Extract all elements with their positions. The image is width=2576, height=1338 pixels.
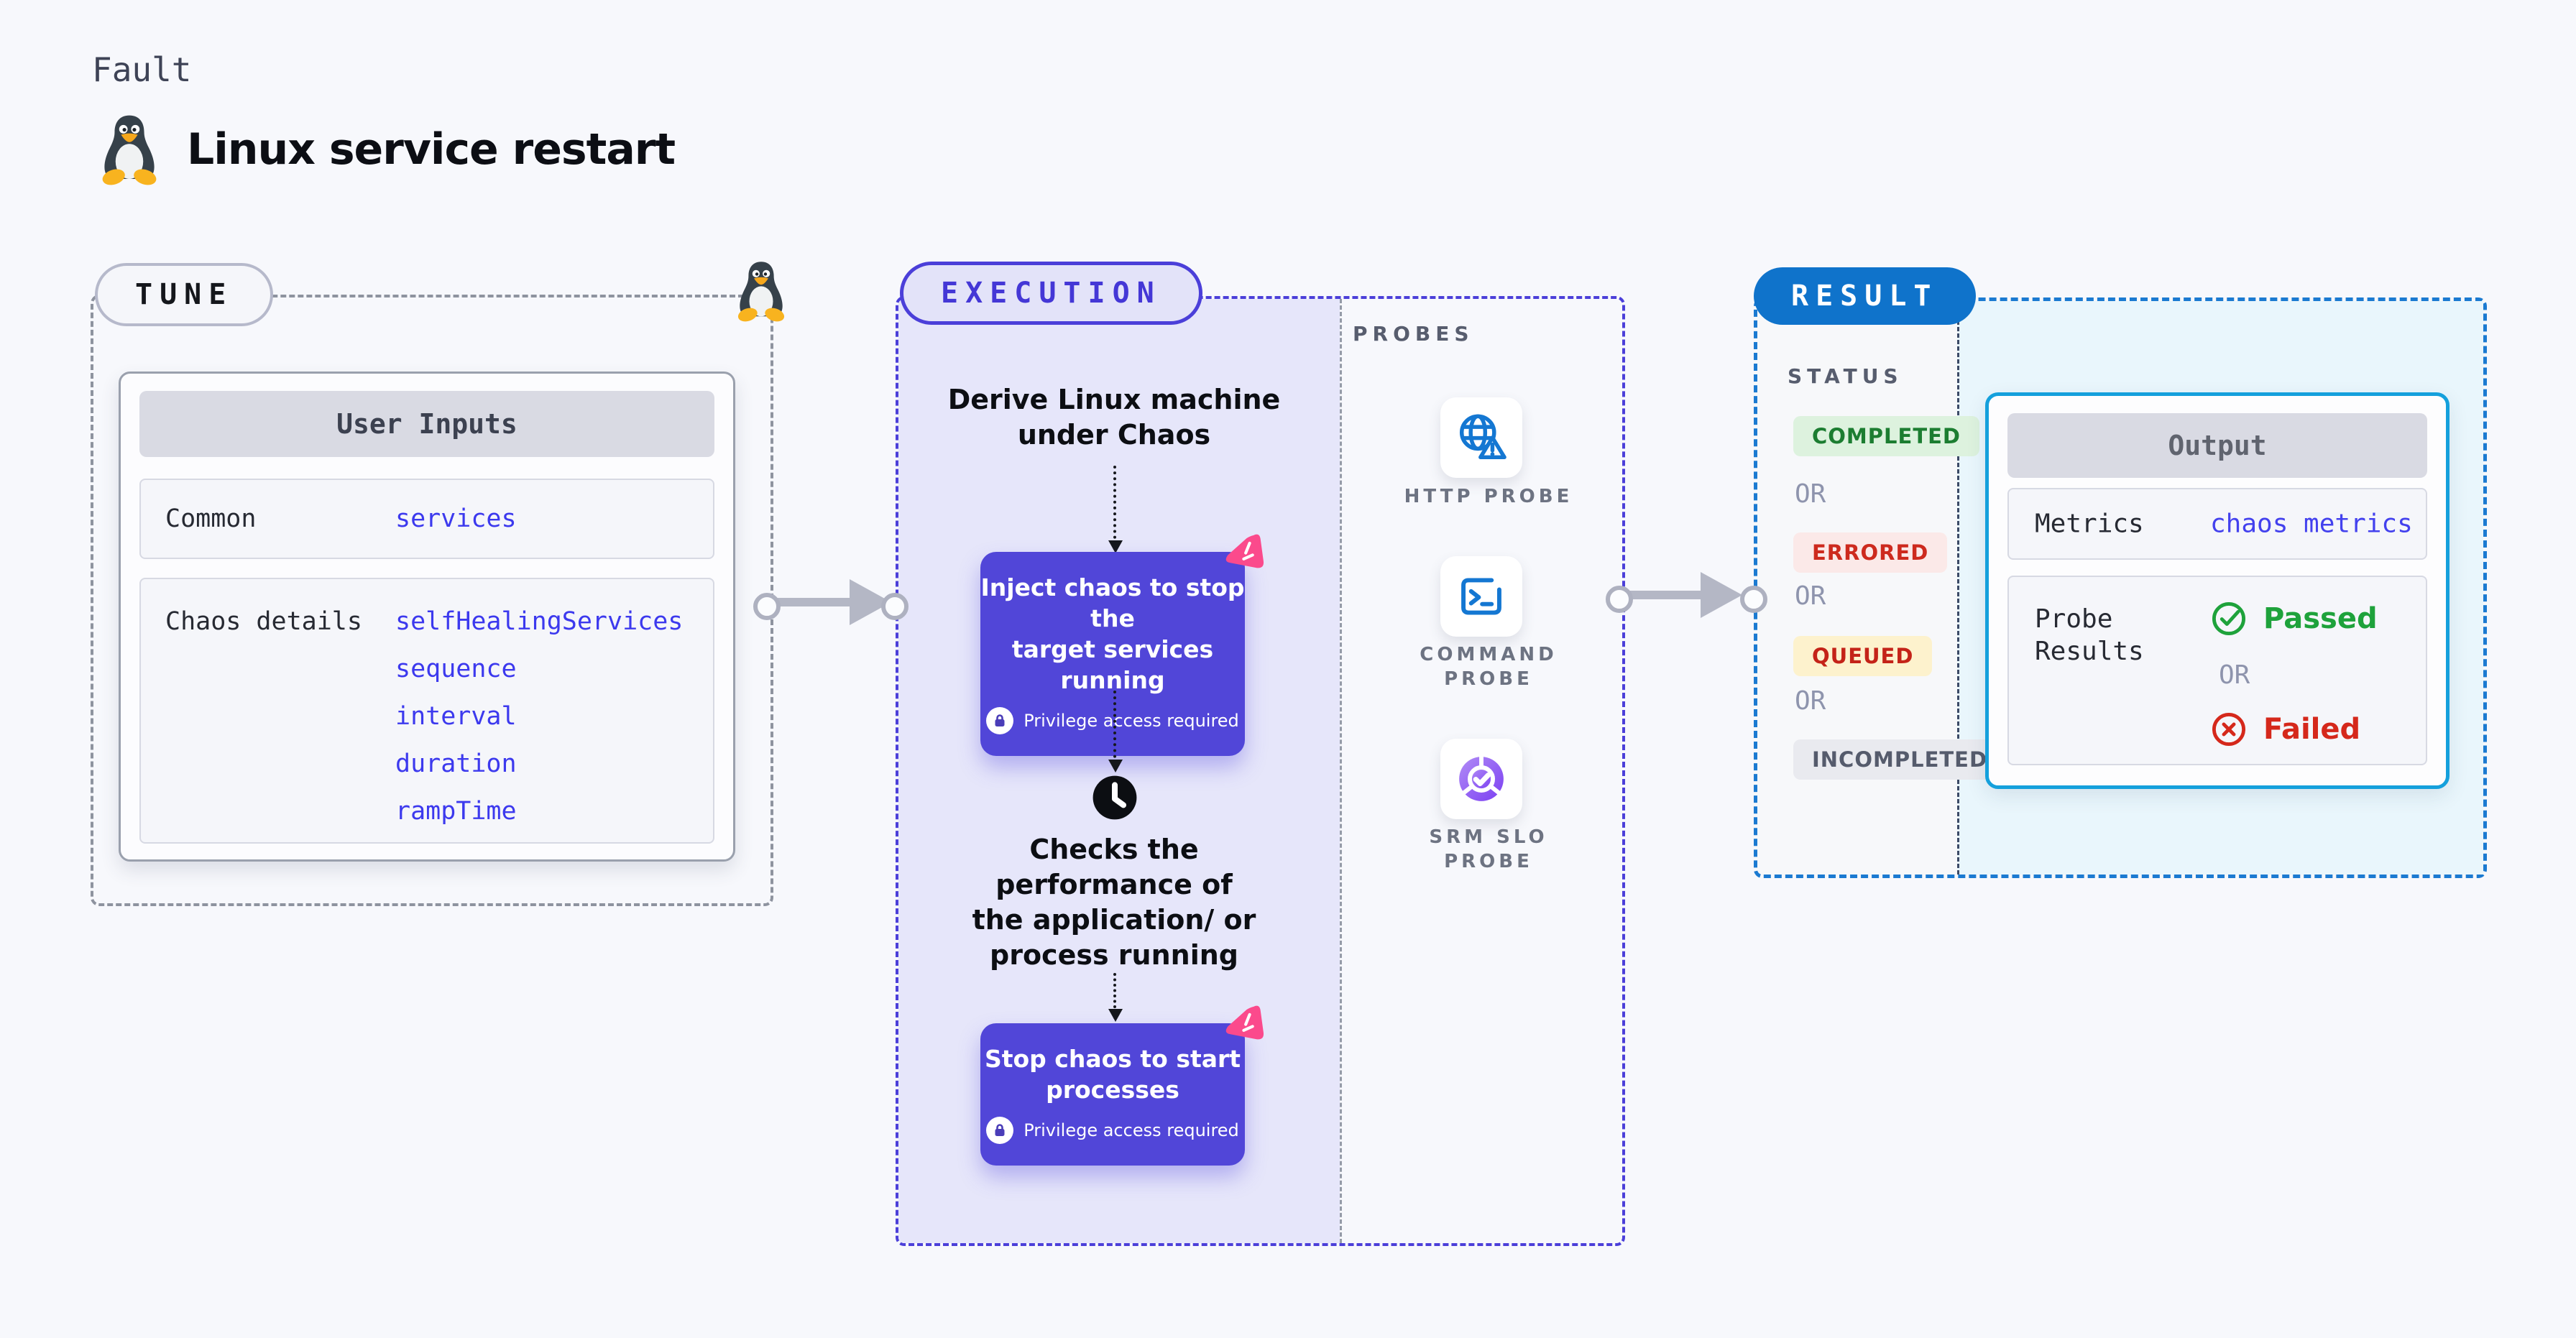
input-link-ramptime[interactable]: rampTime	[395, 797, 517, 826]
probes-label: PROBES	[1353, 322, 1474, 346]
chaos-metrics-link[interactable]: chaos metrics	[2210, 509, 2413, 539]
probe-results-label: Probe Results	[2035, 604, 2144, 666]
chaos-logo-icon	[1219, 1002, 1266, 1049]
input-link-sequence[interactable]: sequence	[395, 655, 517, 683]
globe-warning-icon	[1454, 410, 1509, 465]
stop-chaos-node: Stop chaos to start processes Privilege …	[980, 1023, 1245, 1166]
clock-icon	[1092, 775, 1138, 821]
inject-chaos-node: Inject chaos to stop the target services…	[980, 552, 1245, 756]
http-probe-label: HTTP PROBE	[1404, 486, 1573, 507]
fault-kicker: Fault	[92, 50, 192, 89]
result-divider	[1957, 301, 1959, 875]
privilege-text: Privilege access required	[1024, 1120, 1239, 1140]
row-label: Chaos details	[165, 607, 362, 636]
probe-results-row: Probe Results Passed OR Failed	[2007, 576, 2427, 765]
row-label: Common	[165, 504, 257, 533]
page-header: Linux service restart	[101, 114, 676, 185]
flow-arrow-1	[1108, 466, 1123, 553]
status-badge-errored: ERRORED	[1793, 532, 1948, 573]
probe-results-or: OR	[2219, 660, 2250, 690]
check-circle-icon	[2210, 600, 2248, 637]
privilege-badge: Privilege access required	[980, 707, 1245, 734]
status-or: OR	[1795, 479, 1826, 509]
probes-divider	[1340, 299, 1342, 1243]
execution-pill: EXECUTION	[900, 262, 1202, 325]
linux-penguin-corner-icon	[737, 259, 785, 323]
execution-section-box: Derive Linux machine under Chaos Inject …	[896, 296, 1625, 1246]
input-link-interval[interactable]: interval	[395, 702, 517, 731]
tune-to-execution-arrow	[753, 575, 908, 629]
status-badge-queued: QUEUED	[1793, 636, 1933, 676]
user-inputs-card: User Inputs Common services Chaos detail…	[119, 372, 735, 862]
chaos-logo-icon	[1219, 530, 1266, 578]
command-probe-label: COMMAND PROBE	[1420, 644, 1558, 690]
tune-pill: TUNE	[95, 263, 274, 326]
flow-arrow-2	[1108, 691, 1123, 772]
slo-donut-check-icon	[1454, 752, 1509, 806]
page-title: Linux service restart	[187, 124, 676, 175]
status-or: OR	[1795, 686, 1826, 716]
metrics-label: Metrics	[2035, 509, 2144, 539]
execution-to-result-arrow	[1606, 568, 1768, 622]
command-probe-card	[1440, 556, 1522, 637]
status-or: OR	[1795, 581, 1826, 611]
checks-step-text: Checks the performance of the applicatio…	[972, 834, 1256, 971]
table-row-chaos-details: Chaos details selfHealingServices sequen…	[139, 578, 714, 844]
x-circle-icon	[2210, 711, 2248, 748]
status-badge-completed: COMPLETED	[1793, 416, 1980, 456]
derive-step-text: Derive Linux machine under Chaos	[947, 384, 1281, 451]
metrics-row: Metrics chaos metrics	[2007, 488, 2427, 560]
http-probe-card	[1440, 397, 1522, 478]
srm-slo-probe-label: SRM SLO PROBE	[1429, 826, 1548, 872]
probe-result-passed: Passed	[2210, 600, 2378, 637]
status-label: STATUS	[1788, 364, 1903, 388]
user-inputs-title: User Inputs	[139, 391, 714, 457]
terminal-icon	[1454, 569, 1509, 624]
linux-penguin-icon	[101, 114, 158, 185]
flow-arrow-3	[1108, 973, 1123, 1022]
status-badge-incompleted: INCOMPLETED	[1793, 739, 2007, 780]
inject-chaos-title: Inject chaos to stop the target services…	[980, 573, 1245, 694]
srm-slo-probe-card	[1440, 739, 1522, 819]
probe-result-failed: Failed	[2210, 711, 2360, 748]
input-link-selfhealingservices[interactable]: selfHealingServices	[395, 607, 684, 636]
lock-icon	[986, 707, 1014, 734]
input-link-duration[interactable]: duration	[395, 749, 517, 778]
output-title: Output	[2007, 413, 2427, 478]
lock-icon	[986, 1117, 1014, 1144]
result-pill: RESULT	[1754, 267, 1976, 325]
output-card: Output Metrics chaos metrics Probe Resul…	[1985, 392, 2450, 789]
input-link-services[interactable]: services	[395, 504, 517, 533]
table-row-common: Common services	[139, 479, 714, 559]
privilege-text: Privilege access required	[1024, 711, 1239, 731]
privilege-badge: Privilege access required	[980, 1117, 1245, 1144]
stop-chaos-title: Stop chaos to start processes	[984, 1045, 1241, 1104]
